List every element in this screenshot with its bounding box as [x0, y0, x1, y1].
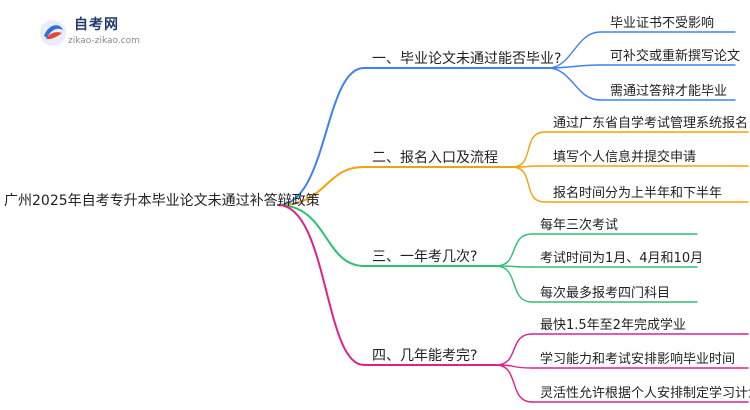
branch-2-curve: [277, 166, 365, 206]
branch-1-label: 一、毕业论文未通过能否毕业?: [372, 51, 562, 67]
branch-4-label: 四、几年能考完?: [372, 348, 478, 364]
branch-2-leaf-1: 通过广东省自学考试管理系统报名: [553, 116, 749, 131]
branch-2-label: 二、报名入口及流程: [372, 150, 498, 166]
branch-4-leaf-1: 最快1.5年至2年完成学业: [540, 318, 686, 333]
branch-4-curve: [277, 204, 365, 366]
branch-2-leaf-1-curve: [511, 131, 546, 168]
site-logo: 自考网 zikao-zikao.com: [38, 12, 148, 56]
logo-mark-icon: [40, 20, 66, 46]
branch-4-leaf-2: 学习能力和考试安排影响毕业时间: [540, 352, 736, 367]
branch-1-leaf-3: 需通过答辩才能毕业: [610, 84, 728, 99]
branch-1-leaf-1-curve: [547, 31, 601, 69]
branch-4-leaf-3: 灵活性允许根据个人安排制定学习计划: [540, 386, 750, 401]
branch-1-curve: [277, 67, 365, 206]
branch-3-leaf-2: 考试时间为1月、4月和10月: [540, 251, 704, 266]
branch-2-leaf-3-curve: [511, 166, 546, 203]
branch-1-leaf-3-curve: [547, 67, 601, 101]
branch-3-label: 三、一年考几次?: [372, 249, 478, 265]
branch-1-leaf-2: 可补交或重新撰写论文: [610, 49, 741, 64]
branch-3-leaf-3: 每次最多报考四门科目: [540, 286, 671, 301]
branch-4-leaf-3-curve: [495, 364, 533, 403]
root-topic: 广州2025年自考专升本毕业论文未通过补答辩政策: [4, 193, 320, 209]
branch-4-leaf-1-curve: [495, 333, 533, 366]
branch-1-leaf-1: 毕业证书不受影响: [610, 16, 715, 31]
branch-2-leaf-3: 报名时间分为上半年和下半年: [553, 186, 723, 201]
branch-3-leaf-1: 每年三次考试: [540, 218, 619, 233]
logo-name: 自考网: [74, 17, 119, 33]
branch-3-leaf-1-curve: [495, 233, 533, 267]
branch-3-curve: [277, 204, 365, 267]
logo-domain: zikao-zikao.com: [68, 36, 140, 46]
branch-3-leaf-3-curve: [495, 265, 533, 303]
branch-2-leaf-2: 填写个人信息并提交申请: [553, 150, 697, 165]
